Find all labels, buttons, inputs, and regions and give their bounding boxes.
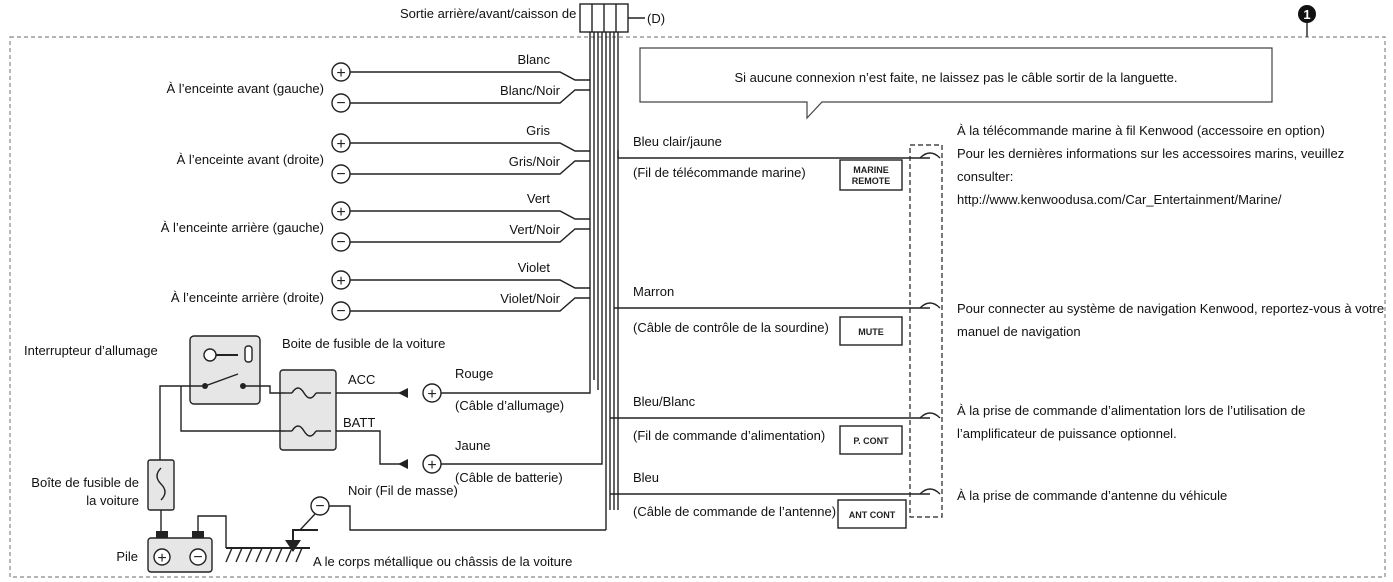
mute-info-line: manuel de navigation [957,324,1081,339]
yellow-wire-desc: (Câble de batterie) [455,470,563,485]
wire-color-plus: Blanc [517,52,550,67]
svg-text:+: + [427,457,436,474]
wire-color-plus: Gris [526,123,550,138]
note-callout [639,47,1273,120]
yellow-wire-label: Jaune [455,438,490,453]
svg-text:REMOTE: REMOTE [852,176,891,186]
marine-info-line: consulter: [957,169,1013,184]
battery: + − [147,531,213,573]
svg-text:−: − [336,166,345,183]
svg-text:P. CONT: P. CONT [853,436,889,446]
chassis-ground: − [225,496,606,563]
header-subtitle: Sortie arrière/avant/caisson de grave [400,6,612,21]
battery-label: Pile [116,549,138,564]
marine-wire-color: Bleu clair/jaune [633,134,722,149]
svg-text:+: + [336,136,345,153]
svg-text:−: − [193,549,202,566]
battery-fuse-label-1: Boîte de fusible de [31,475,139,490]
svg-text:+: + [157,550,166,567]
chassis-label: A le corps métallique ou châssis de la v… [313,554,572,569]
acc-label: ACC [348,372,375,387]
speaker-target: À l’enceinte avant (gauche) [166,81,324,96]
car-fuse-box [279,369,337,451]
antcont-wire-color: Bleu [633,470,659,485]
svg-text:1: 1 [1303,7,1310,22]
svg-text:−: − [336,234,345,251]
svg-text:ANT CONT: ANT CONT [849,510,896,520]
wire-color-minus: Gris/Noir [509,154,561,169]
pcont-wire-desc: (Fil de commande d’alimentation) [633,428,825,443]
red-wire-label: Rouge [455,366,493,381]
mute-wire-desc: (Câble de contrôle de la sourdine) [633,320,829,335]
fuse-box-label: Boite de fusible de la voiture [282,336,445,351]
svg-text:+: + [427,386,436,403]
marine-info-line: À la télécommande marine à fil Kenwood (… [957,123,1325,138]
connector-label: (D) [647,11,665,26]
harness-bundle [589,32,619,530]
speaker-target: À l’enceinte arrière (gauche) [161,220,324,235]
marine-info-url: http://www.kenwoodusa.com/Car_Entertainm… [957,192,1282,207]
speaker-rear-left: + − [331,201,590,252]
ignition-switch-label: Interrupteur d’allumage [24,343,158,358]
speaker-front-left: + − [331,62,590,113]
pcont-wire-color: Bleu/Blanc [633,394,696,409]
battery-fuse [147,459,175,511]
svg-text:−: − [336,95,345,112]
note-text: Si aucune connexion n’est faite, ne lais… [735,70,1178,85]
svg-text:−: − [336,303,345,320]
pcont-info-line: À la prise de commande d’alimentation lo… [957,403,1305,418]
svg-text:MARINE: MARINE [853,165,889,175]
ground-wire-label: Noir (Fil de masse) [348,483,458,498]
pcont-box: P. CONT [839,425,903,455]
diagram-frame [9,36,1386,578]
batt-arrow: + [398,454,442,474]
svg-text:+: + [336,273,345,290]
wire-color-plus: Violet [518,260,551,275]
battery-fuse-label-2: la voiture [86,493,139,508]
batt-label: BATT [343,415,375,430]
speaker-rear-right: + − [331,270,590,321]
wire-color-minus: Violet/Noir [500,291,560,306]
antcont-wire-desc: (Câble de commande de l’antenne) [633,504,836,519]
connector-endings [909,144,943,518]
connector-d [579,3,645,33]
mute-wire-color: Marron [633,284,674,299]
antcont-box: ANT CONT [837,499,907,529]
acc-arrow: + [398,383,442,403]
wire-color-minus: Vert/Noir [509,222,560,237]
antcont-info-line: À la prise de commande d’antenne du véhi… [957,488,1227,503]
svg-text:+: + [336,65,345,82]
pcont-info-line: l’amplificateur de puissance optionnel. [957,426,1177,441]
mute-info-line: Pour connecter au système de navigation … [957,301,1384,316]
speaker-front-right: + − [331,133,590,184]
wire-color-plus: Vert [527,191,551,206]
marine-info-line: Pour les dernières informations sur les … [957,146,1344,161]
mute-box: MUTE [839,316,903,346]
speaker-target: À l’enceinte arrière (droite) [171,290,324,305]
svg-text:MUTE: MUTE [858,327,884,337]
speaker-target: À l’enceinte avant (droite) [177,152,324,167]
red-wire-desc: (Câble d’allumage) [455,398,564,413]
marine-wire-desc: (Fil de télécommande marine) [633,165,806,180]
svg-text:+: + [336,204,345,221]
badge-1: 1 [1298,5,1316,37]
svg-text:−: − [315,498,324,515]
wire-color-minus: Blanc/Noir [500,83,561,98]
ignition-switch [189,335,261,405]
marine-remote-box: MARINE REMOTE [839,159,903,191]
